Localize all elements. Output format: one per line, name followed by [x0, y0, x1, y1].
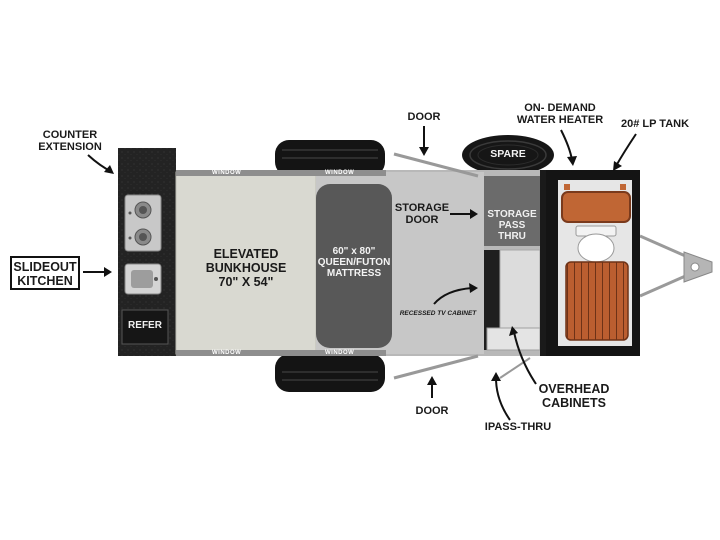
door-top-label: DOOR [407, 111, 441, 123]
trailer-hitch [639, 234, 713, 298]
window-label-top-left: WINDOW [212, 170, 242, 176]
spare-tire [462, 135, 554, 175]
wood-shower-floor [565, 261, 629, 341]
slideout-kitchen-label: SLIDEOUT KITCHEN [13, 260, 77, 288]
door-swing-top [393, 152, 479, 178]
window-label-bottom-right: WINDOW [325, 350, 355, 356]
slideout-kitchen-box: SLIDEOUT KITCHEN [10, 256, 80, 290]
tire-bottom-left [275, 354, 385, 392]
recessed-tv-cabinet [484, 250, 500, 350]
window-strip-bottom [176, 350, 386, 356]
window-label-bottom-left: WINDOW [212, 350, 242, 356]
recessed-tv-cabinet-label: RECESSED TV CABINET [399, 310, 477, 317]
window-strip-top [176, 170, 386, 176]
queen-mattress [316, 184, 392, 348]
refrigerator [121, 309, 169, 345]
arrow-heads [104, 147, 622, 385]
window-label-top-right: WINDOW [325, 170, 355, 176]
storage-door-label: STORAGE DOOR [394, 202, 450, 227]
storage-pass-thru [484, 176, 540, 246]
mattress-label: 60" x 80" QUEEN/FUTON MATTRESS [317, 246, 391, 279]
door-bottom-label: DOOR [415, 405, 449, 417]
lp-tank-label: 20# LP TANK [620, 118, 690, 130]
sink [124, 263, 162, 295]
tire-top-left [275, 140, 385, 176]
counter-extension-label: COUNTER EXTENSION [38, 129, 102, 154]
bunkhouse-label: ELEVATED BUNKHOUSE 70" X 54" [205, 247, 287, 289]
toilet [575, 225, 617, 263]
refer-label: REFER [128, 320, 162, 331]
pass-thru-door-line [499, 357, 531, 379]
lp-tank-box [561, 191, 631, 223]
overhead-cabinets-label: OVERHEAD CABINETS [538, 382, 610, 410]
cooktop [124, 194, 162, 252]
corner-marker [564, 184, 570, 190]
pass-thru-label: IPASS-THRU [484, 421, 552, 433]
partition-wall [540, 170, 548, 356]
elevated-bunkhouse-area [175, 171, 317, 355]
water-heater-label: ON- DEMAND WATER HEATER [516, 102, 604, 127]
corner-marker [620, 184, 626, 190]
spare-tire-label: SPARE [490, 148, 526, 160]
door-swing-bottom [393, 354, 479, 380]
storage-pass-thru-label: STORAGE PASS THRU [487, 209, 537, 242]
